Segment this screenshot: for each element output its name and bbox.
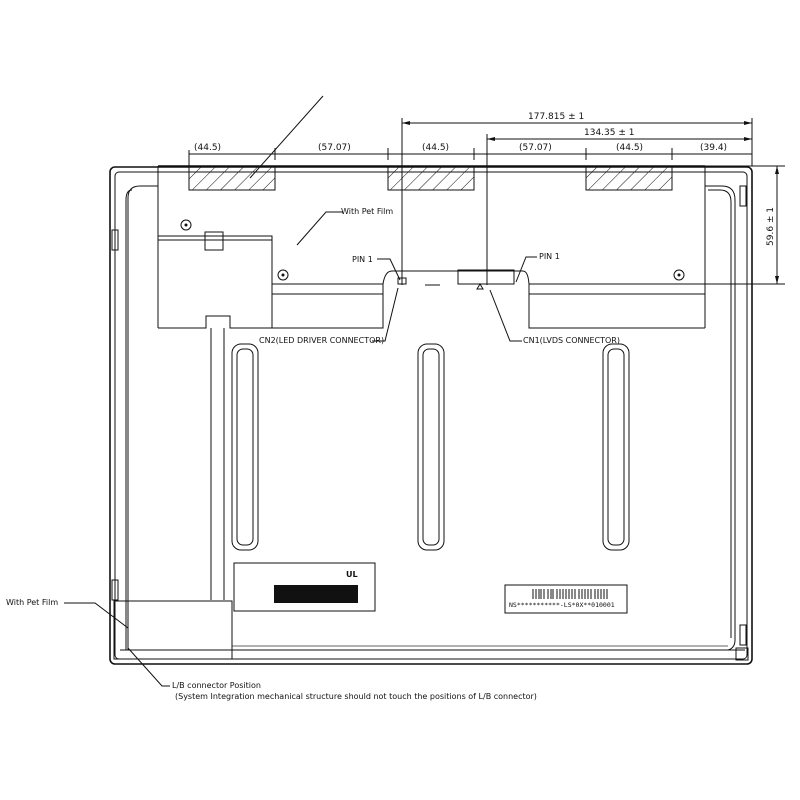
cn2-connector: [397, 277, 407, 285]
svg-text:UL: UL: [346, 570, 358, 579]
callout-pin1-left: PIN 1: [352, 255, 373, 264]
hatched-area-3: [585, 165, 673, 191]
cn1-connector: [457, 269, 515, 285]
dim-44-5-b: (44.5): [422, 143, 450, 153]
dim-overall-177: 177.815 ± 1: [528, 112, 585, 122]
dim-vertical-59-6: 59.6 ± 1: [766, 206, 776, 246]
dimension-lines: [188, 118, 785, 285]
dim-39-4: (39.4): [700, 143, 728, 153]
hatched-area-2: [387, 165, 475, 191]
serial-label-text: NS***********-LS*0X**010001: [509, 601, 615, 609]
hatched-area-1: [188, 165, 276, 191]
callout-lb-position: L/B connector Position: [172, 681, 261, 690]
dim-overall-134: 134.35 ± 1: [584, 128, 635, 138]
ventilation-slots: [231, 343, 630, 551]
callout-lb-note: (System Integration mechanical structure…: [175, 692, 537, 701]
callout-cn1: CN1(LVDS CONNECTOR): [523, 336, 620, 345]
dim-44-5-c: (44.5): [616, 143, 644, 153]
dim-57-07-b: (57.07): [519, 143, 552, 153]
leader-lines: [64, 211, 537, 687]
callout-pet-film-top: With Pet Film: [341, 207, 394, 216]
dim-57-07-a: (57.07): [318, 143, 351, 153]
callout-cn2: CN2(LED DRIVER CONNECTOR): [259, 336, 385, 345]
dim-44-5-a: (44.5): [194, 143, 222, 153]
serial-label: [504, 584, 628, 614]
led-driver-board: [158, 219, 685, 600]
lb-connector-area: [113, 600, 233, 660]
ul-label: UL: [233, 562, 376, 612]
module-outline: [109, 166, 753, 665]
callout-pin1-right: PIN 1: [539, 252, 560, 261]
connector-strip: [271, 269, 705, 329]
callout-pet-film-left: With Pet Film: [6, 598, 59, 607]
